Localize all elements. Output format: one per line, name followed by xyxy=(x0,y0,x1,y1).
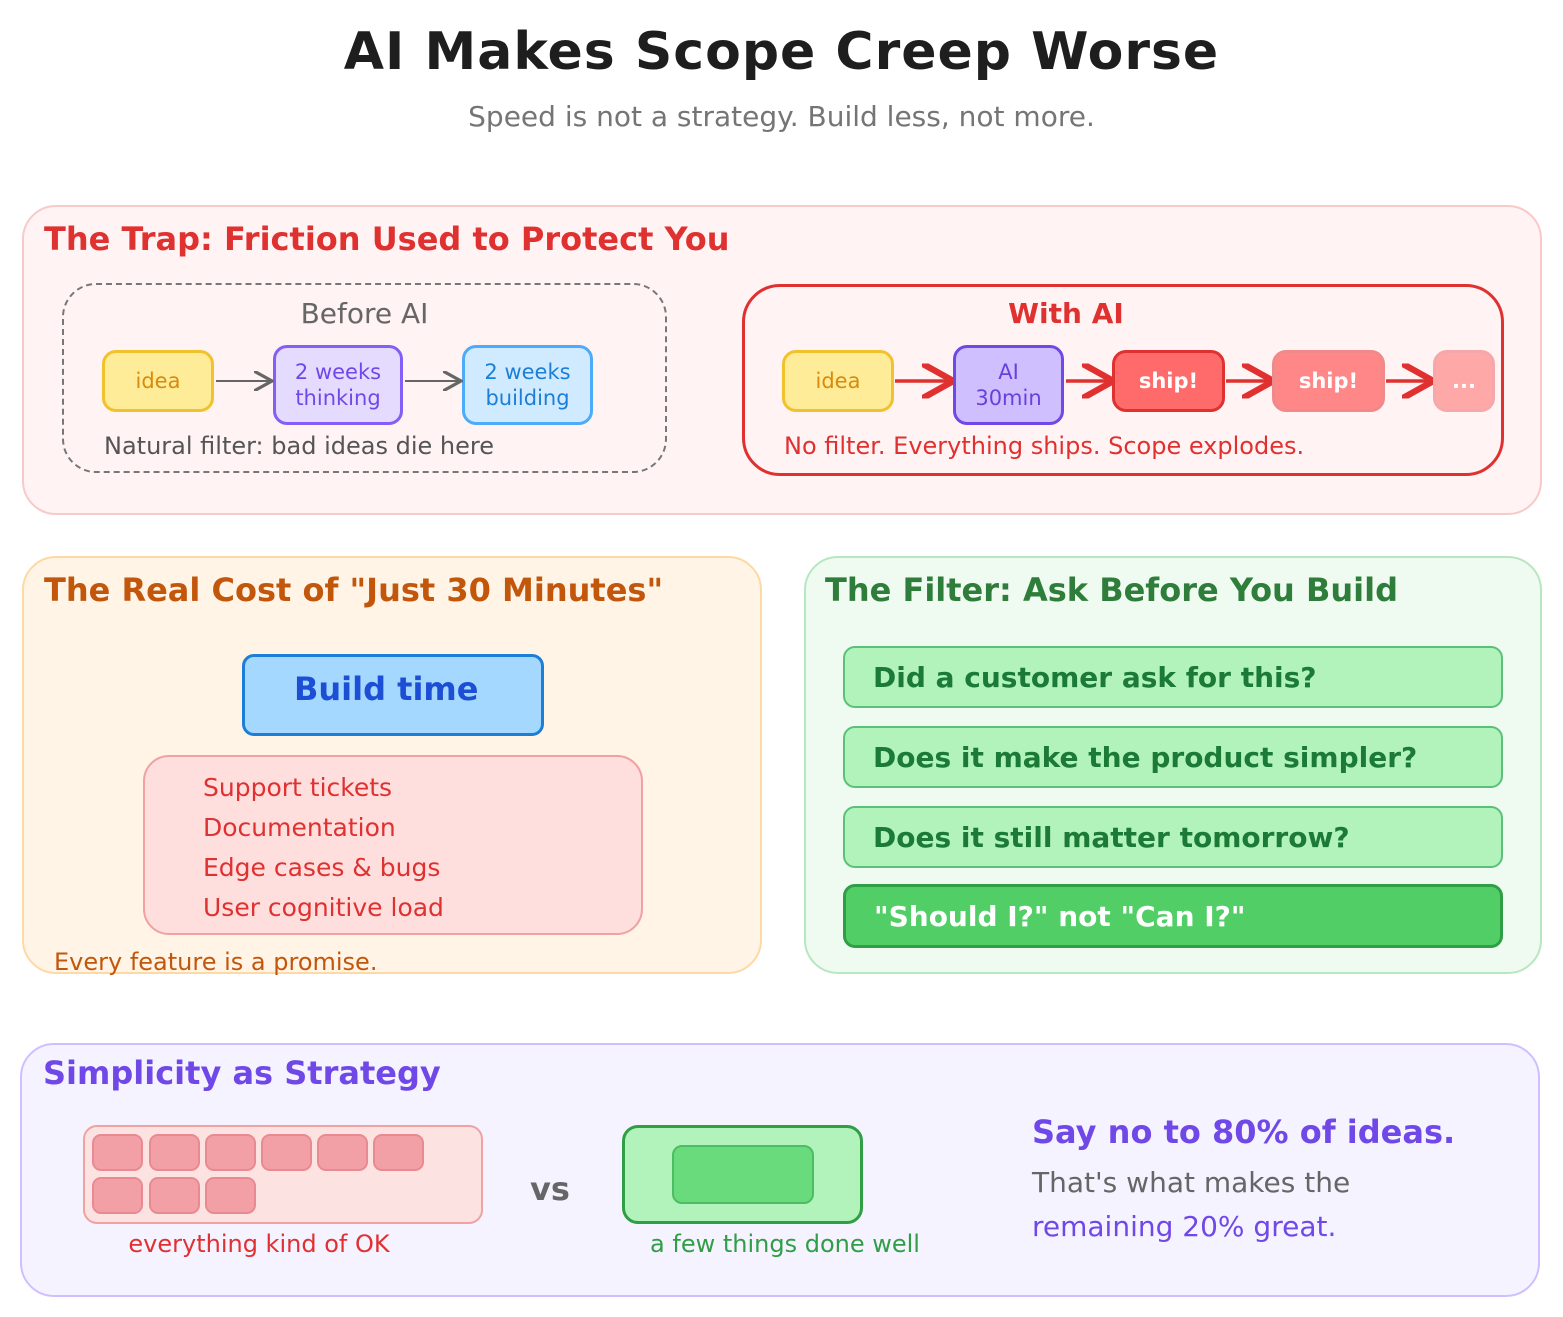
filter-question: Did a customer ask for this? xyxy=(843,646,1503,708)
simplicity-body: That's what makes the xyxy=(1032,1166,1351,1199)
hidden-costs-list: Support tickets Documentation Edge cases… xyxy=(203,768,444,928)
build-time-box xyxy=(242,654,544,736)
trap-title: The Trap: Friction Used to Protect You xyxy=(44,220,730,258)
feature-cell xyxy=(149,1177,200,1214)
with-step-ship-2: ship! xyxy=(1272,350,1385,412)
feature-cell xyxy=(92,1177,143,1214)
before-ai-group xyxy=(62,283,667,473)
filter-highlight: "Should I?" not "Can I?" xyxy=(843,884,1503,948)
right-caption: a few things done well xyxy=(650,1230,920,1258)
before-ai-label: Before AI xyxy=(300,297,429,330)
hidden-costs-box xyxy=(143,755,643,935)
filter-question: Does it make the product simpler? xyxy=(843,726,1503,788)
with-step-ship-1: ship! xyxy=(1112,350,1225,412)
hidden-cost-item: Documentation xyxy=(203,813,396,842)
focused-feature xyxy=(672,1145,814,1204)
hidden-cost-item: Support tickets xyxy=(203,773,393,802)
with-ai-label: With AI xyxy=(1008,297,1124,330)
with-ai-note: No filter. Everything ships. Scope explo… xyxy=(784,432,1305,460)
simplicity-title: Simplicity as Strategy xyxy=(43,1054,441,1092)
with-step-more: ... xyxy=(1433,350,1495,412)
hidden-cost-item: Edge cases & bugs xyxy=(203,853,441,882)
with-step-idea: idea xyxy=(782,350,894,412)
feature-cell xyxy=(149,1134,200,1171)
with-ai-group xyxy=(742,284,1504,476)
feature-cell xyxy=(317,1134,368,1171)
page-subtitle: Speed is not a strategy. Build less, not… xyxy=(468,100,1095,133)
vs-label: vs xyxy=(530,1170,570,1208)
before-step-idea: idea xyxy=(102,350,214,412)
before-step-building: 2 weeks building xyxy=(462,345,593,425)
feature-cell xyxy=(261,1134,312,1171)
build-time-label: Build time xyxy=(294,670,479,708)
simplicity-body-accent: remaining 20% great. xyxy=(1032,1210,1337,1243)
feature-cell xyxy=(373,1134,424,1171)
simplicity-headline: Say no to 80% of ideas. xyxy=(1032,1113,1456,1151)
cost-title: The Real Cost of "Just 30 Minutes" xyxy=(44,571,664,609)
before-step-thinking: 2 weeks thinking xyxy=(273,345,403,425)
cost-footer: Every feature is a promise. xyxy=(54,948,378,976)
feature-cell xyxy=(205,1134,256,1171)
feature-cell xyxy=(92,1134,143,1171)
filter-title: The Filter: Ask Before You Build xyxy=(825,571,1398,609)
feature-cell xyxy=(205,1177,256,1214)
before-ai-note: Natural filter: bad ideas die here xyxy=(104,432,494,460)
page-title: AI Makes Scope Creep Worse xyxy=(343,22,1220,82)
filter-question: Does it still matter tomorrow? xyxy=(843,806,1503,868)
left-caption: everything kind of OK xyxy=(128,1230,390,1258)
hidden-cost-item: User cognitive load xyxy=(203,893,444,922)
with-step-ai: AI 30min xyxy=(953,345,1064,425)
